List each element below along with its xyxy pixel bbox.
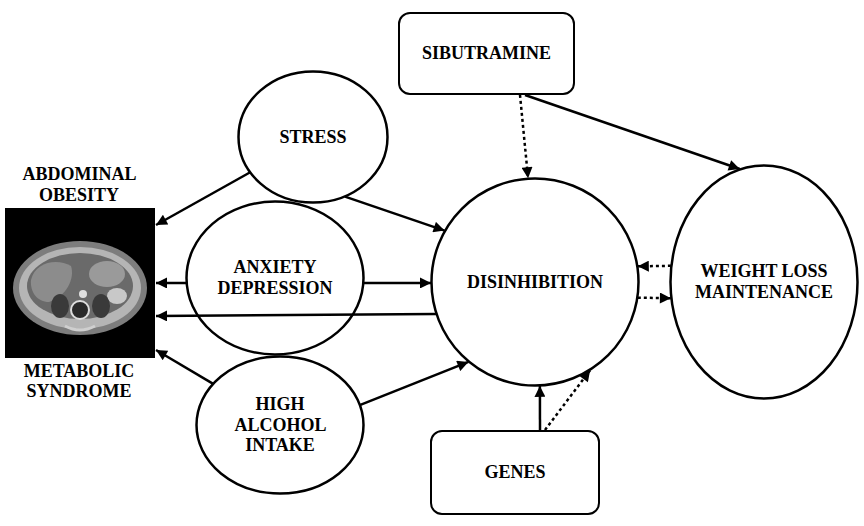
factor-ellipse: ANXIETY DEPRESSION bbox=[185, 200, 365, 356]
dotted-arrow bbox=[638, 296, 671, 299]
node-label: STRESS bbox=[279, 127, 346, 148]
vertebra bbox=[71, 301, 89, 319]
solid-arrow bbox=[364, 282, 431, 285]
abdominal-cavity bbox=[27, 253, 133, 319]
ellipse-border bbox=[432, 179, 639, 386]
node-label: SIBUTRAMINE bbox=[422, 43, 551, 64]
node-label: HIGH ALCOHOL INTAKE bbox=[234, 394, 325, 456]
solid-arrow bbox=[156, 350, 213, 384]
kidney bbox=[51, 294, 69, 318]
node-label: WEIGHT LOSS MAINTENANCE bbox=[695, 261, 833, 302]
node-label: ANXIETY DEPRESSION bbox=[217, 257, 332, 298]
mri-scan bbox=[5, 208, 155, 358]
back-muscle bbox=[65, 326, 95, 330]
aorta bbox=[79, 290, 87, 298]
ellipse-border bbox=[671, 166, 858, 399]
genes-box: GENES bbox=[430, 430, 600, 515]
dotted-arrow bbox=[520, 95, 528, 178]
solid-arrow bbox=[345, 197, 445, 231]
solid-arrow bbox=[156, 282, 186, 285]
central-circle: DISINHIBITION bbox=[430, 177, 640, 387]
node-label: DISINHIBITION bbox=[467, 272, 603, 293]
factor-ellipse: HIGH ALCOHOL INTAKE bbox=[195, 355, 365, 495]
liver bbox=[31, 262, 72, 302]
solid-arrow bbox=[525, 95, 740, 169]
ellipse-border bbox=[187, 202, 364, 355]
body-outline bbox=[13, 241, 147, 335]
node-label: GENES bbox=[484, 462, 545, 483]
outcome-ellipse: WEIGHT LOSS MAINTENANCE bbox=[669, 164, 859, 400]
drug-box: SIBUTRAMINE bbox=[398, 12, 575, 95]
node-label: ABDOMINAL OBESITY bbox=[22, 164, 135, 205]
scan-ground bbox=[5, 208, 155, 358]
solid-arrow bbox=[360, 362, 468, 405]
dotted-arrow bbox=[638, 265, 671, 268]
ellipse-border bbox=[197, 357, 364, 494]
fat-layer bbox=[19, 247, 141, 329]
node-label: METABOLIC SYNDROME bbox=[24, 361, 135, 402]
bowel bbox=[89, 261, 125, 287]
ellipse-border bbox=[239, 72, 388, 203]
factor-ellipse: STRESS bbox=[237, 70, 389, 204]
solid-arrow bbox=[539, 386, 542, 430]
outcome-figure: ABDOMINAL OBESITY METABOLIC SYNDROME bbox=[2, 164, 156, 402]
kidney bbox=[92, 294, 110, 318]
bowel-loop bbox=[107, 288, 127, 304]
solid-arrow bbox=[156, 173, 250, 225]
